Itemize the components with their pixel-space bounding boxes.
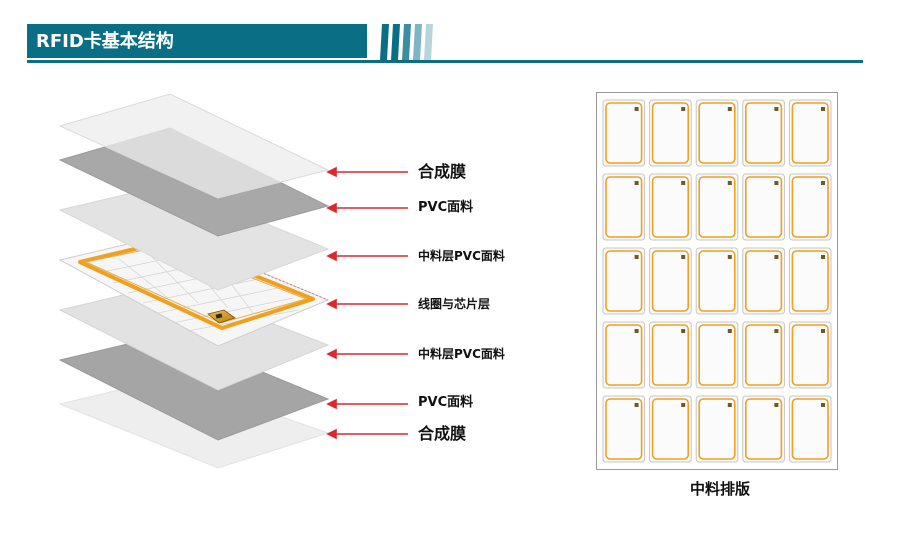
inlay-cell — [788, 321, 832, 389]
inlay-cell — [695, 173, 739, 241]
inlay-cell — [602, 99, 646, 167]
inlay-cell — [649, 395, 692, 463]
title-bar — [27, 24, 367, 58]
card-layer-stack — [58, 93, 330, 469]
layer-label-coil-chip: 线圈与芯片层 — [418, 297, 491, 311]
layer-label-pvc-bottom: PVC面料 — [418, 395, 474, 410]
inlay-cell — [742, 247, 785, 315]
inlay-sheet-layout — [596, 92, 838, 470]
inlay-cell — [649, 321, 692, 389]
inlay-cell — [742, 321, 785, 389]
layer-label-synthetic-film-bottom: 合成膜 — [418, 424, 467, 443]
inlay-cell — [695, 247, 739, 315]
title-stripes-decoration — [380, 24, 433, 60]
inlay-cell — [602, 247, 646, 315]
sheet-caption: 中料排版 — [689, 480, 750, 498]
inlay-cell — [788, 247, 832, 315]
inlay-cell — [602, 173, 646, 241]
inlay-cell — [788, 99, 832, 167]
inlay-cell — [742, 395, 785, 463]
layer-label-middle-pvc-bottom: 中料层PVC面料 — [418, 347, 505, 361]
inlay-cell — [742, 173, 785, 241]
inlay-cell — [788, 173, 832, 241]
inlay-cell — [742, 99, 785, 167]
inlay-cell — [649, 99, 692, 167]
inlay-cell — [695, 395, 739, 463]
page-title: RFID卡基本结构 — [36, 31, 174, 52]
inlay-cell — [695, 321, 739, 389]
layer-synthetic-film-top — [58, 93, 330, 199]
inlay-cell — [602, 395, 646, 463]
title-underline — [27, 60, 863, 63]
inlay-cell — [649, 173, 692, 241]
inlay-cell — [602, 321, 646, 389]
inlay-cell — [649, 247, 692, 315]
label-arrows — [326, 166, 408, 440]
layer-label-pvc-top: PVC面料 — [418, 200, 474, 215]
inlay-cell — [695, 99, 739, 167]
layer-label-middle-pvc-top: 中料层PVC面料 — [418, 249, 505, 263]
inlay-cell — [788, 395, 832, 463]
layer-label-synthetic-film-top: 合成膜 — [418, 162, 467, 181]
